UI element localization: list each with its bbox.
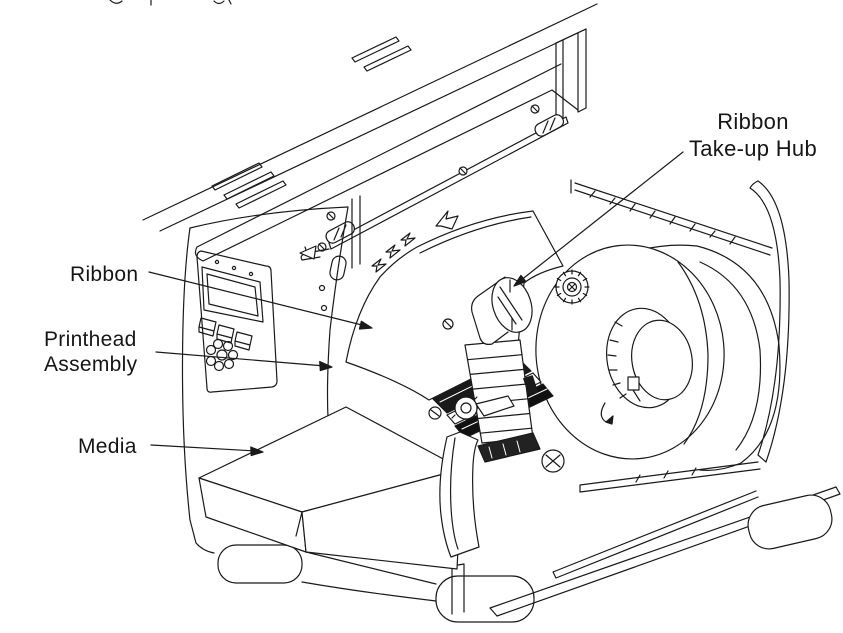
printer-base <box>217 486 841 623</box>
media-hub-knob <box>605 307 693 409</box>
arrowhead-printhead-assembly <box>319 360 333 372</box>
arrowhead-ribbon <box>358 320 373 330</box>
nav-wheel <box>205 338 239 372</box>
callout-labels: Ribbon Take-up Hub Ribbon Printhead Asse… <box>44 109 817 458</box>
label-media: Media <box>78 435 137 458</box>
printer-cover-open <box>142 3 598 262</box>
ribbon-supply-spindle <box>554 269 590 305</box>
label-ribbon-take-up-hub: Ribbon <box>717 109 789 134</box>
lcd-display <box>201 266 264 323</box>
media-guide <box>439 431 480 558</box>
media-roll-retainer-disc <box>535 244 725 460</box>
callout-leaders <box>148 151 684 457</box>
label-ribbon-take-up-hub-line2: Take-up Hub <box>689 136 817 161</box>
label-printhead: Printhead <box>44 328 137 351</box>
leader-ribbon-takeup-hub <box>519 151 684 282</box>
media-sheet <box>198 406 480 585</box>
ribbon-take-up-hub <box>471 276 533 345</box>
printhead-assembly <box>428 318 614 473</box>
label-ribbon: Ribbon <box>70 263 138 286</box>
arrowhead-media <box>250 446 264 457</box>
hinge-rail <box>299 104 569 269</box>
leader-media <box>150 444 257 452</box>
clipped-text-fragments <box>109 0 232 6</box>
keypad-buttons <box>198 317 253 351</box>
media-roll <box>639 244 781 471</box>
front-panel <box>196 250 278 393</box>
ribbon-path-arrows <box>371 210 459 273</box>
leader-printhead-assembly <box>155 351 326 367</box>
label-assembly: Assembly <box>44 353 138 376</box>
media-compartment-frame <box>570 179 790 493</box>
arrowhead-ribbon-takeup-hub <box>513 274 527 287</box>
leader-ribbon <box>148 271 367 327</box>
